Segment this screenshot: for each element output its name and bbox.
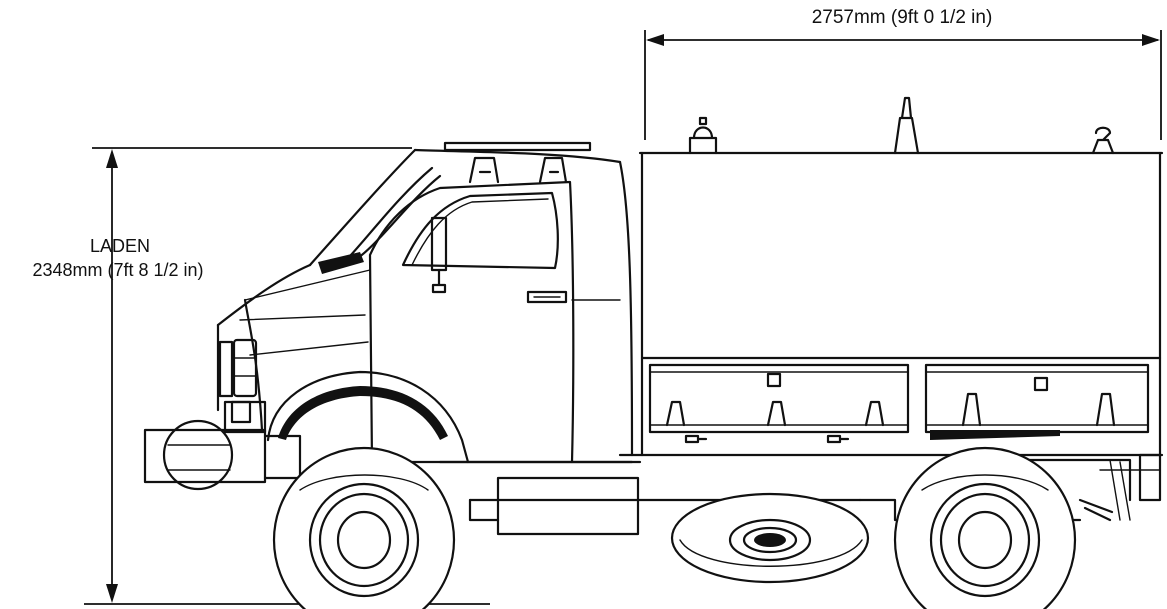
roof-vent-front — [468, 156, 500, 184]
fuel-tank — [496, 476, 640, 536]
cab-door — [368, 180, 575, 464]
marker-light — [230, 400, 252, 424]
rear-utility-body — [618, 96, 1164, 457]
rear-bumper — [1138, 453, 1162, 502]
truck-cab — [216, 141, 634, 464]
height-dimension: LADEN 2348mm (7ft 8 1/2 in) — [32, 147, 490, 605]
door-window — [401, 191, 559, 270]
roof-vent-rear — [538, 156, 568, 184]
chassis — [438, 453, 1162, 536]
door-handle — [526, 290, 568, 304]
roof-antenna — [893, 96, 920, 155]
grille — [218, 340, 234, 398]
height-arrow-top — [106, 149, 118, 168]
height-label-value: 2348mm (7ft 8 1/2 in) — [32, 260, 203, 280]
roof-beacon-front — [688, 116, 718, 155]
rear-wheel — [893, 446, 1077, 609]
length-dimension: 2757mm (9ft 0 1/2 in) — [644, 7, 1162, 140]
front-bumper-winch — [143, 400, 302, 491]
length-arrow-left — [646, 34, 664, 46]
length-arrow-right — [1142, 34, 1160, 46]
roof-beacon-rear — [1091, 126, 1115, 155]
compartment-handle — [766, 372, 782, 388]
length-label: 2757mm (9ft 0 1/2 in) — [812, 7, 993, 28]
spare-wheel — [670, 492, 870, 584]
height-label-laden: LADEN — [90, 236, 150, 256]
side-mirror — [430, 216, 448, 272]
compartment-handle — [1033, 376, 1049, 392]
headlight — [232, 338, 258, 398]
winch-drum — [162, 419, 234, 491]
front-fender — [266, 370, 470, 464]
front-wheel — [272, 446, 456, 609]
height-arrow-bottom — [106, 584, 118, 603]
